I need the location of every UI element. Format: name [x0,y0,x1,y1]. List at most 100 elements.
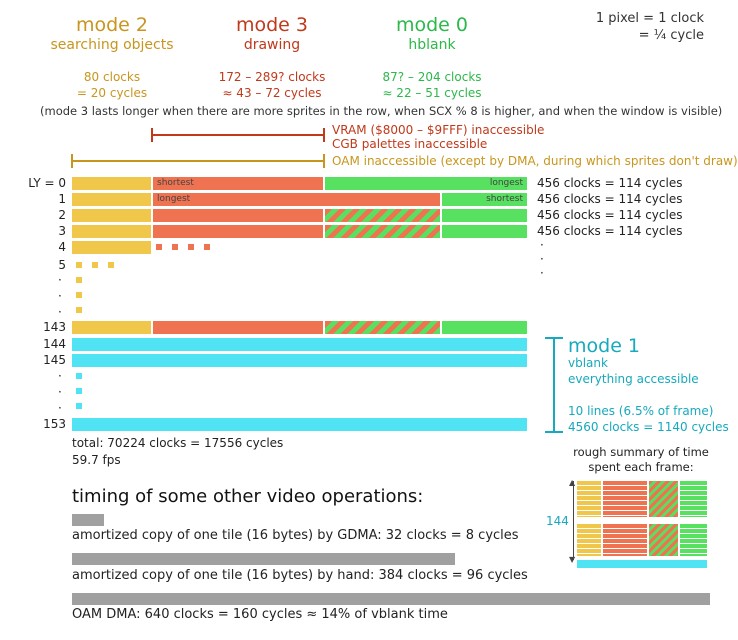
ly-label: 153 [43,417,66,431]
vram-bracket-line [152,134,324,136]
mode2-segment [72,225,151,238]
vblank-line [72,338,527,351]
variable-segment [325,321,440,334]
total-clocks: total: 70224 clocks = 17556 cycles [72,436,284,450]
mode3-segment [153,177,323,190]
manual-copy-bar [72,553,455,565]
mode1-bracket-bottom [545,431,563,433]
oam-bracket-end [323,154,325,168]
oam-bracket-line [72,160,324,162]
mode2-subtitle: searching objects [50,37,174,53]
summary-variable-block [649,524,678,556]
oam-note: OAM inaccessible (except by DMA, during … [332,154,738,168]
oam-bracket-start [71,154,73,168]
mode1-vblank: vblank [568,356,608,370]
progress-dot [76,373,82,379]
mode1-title: mode 1 [568,335,641,357]
summary-title-1: rough summary of time [573,445,709,459]
progress-dot [172,244,178,250]
progress-dot [92,262,98,268]
mode0-subtitle: hblank [408,37,456,53]
pixel-cycle-note: = ¼ cycle [638,28,704,43]
mode0-segment [442,225,527,238]
ly-label: 145 [43,353,66,367]
mode3-segment [153,209,323,222]
mode2-clocks: 80 clocks [83,70,141,84]
progress-dot [76,388,82,394]
progress-dot [188,244,194,250]
ellipsis-dots: ··· [540,238,544,280]
ellipsis-dots: ··· [58,369,62,415]
mode3-subtitle: drawing [243,37,301,53]
progress-dot [204,244,210,250]
ly-label: 4 [58,240,66,254]
mode0-title: mode 0 [395,14,468,36]
mode2-title: mode 2 [75,14,148,36]
summary-title-2: spent each frame: [588,460,694,474]
ly-label: 1 [58,192,66,206]
shortest-label: shortest [157,178,194,188]
mode3-title: mode 3 [235,14,308,36]
mode2-segment [72,193,151,206]
mode0-cycles: ≈ 22 – 51 cycles [382,86,482,100]
longest-label: longest [489,178,523,188]
variable-segment [325,209,440,222]
progress-dot [76,277,82,283]
ly-label: LY = 0 [28,176,66,190]
mode2-cycles: = 20 cycles [76,86,148,100]
progress-dot [76,403,82,409]
row-clocks: 456 clocks = 114 cycles [537,208,683,222]
row-clocks: 456 clocks = 114 cycles [537,224,683,238]
pixel-clock-note: 1 pixel = 1 clock [595,11,704,26]
variable-segment [325,225,440,238]
mode0-segment [325,177,527,190]
mode3-duration-note: (mode 3 lasts longer when there are more… [40,104,723,118]
oam-dma-bar [72,593,710,605]
vram-bracket-start [151,128,153,142]
mode3-segment [153,225,323,238]
summary-mode2-block [577,524,601,556]
summary-variable-block [649,481,678,517]
mode0-segment [442,209,527,222]
oam-dma-label: OAM DMA: 640 clocks = 160 cycles ≈ 14% o… [72,607,448,622]
summary-arrow-up: ▲ [569,478,576,487]
ly-label: 5 [58,258,66,272]
mode1-lines: 10 lines (6.5% of frame) [568,404,714,418]
longest-label: longest [157,194,191,204]
progress-dot [108,262,114,268]
mode1-clocks: 4560 clocks = 1140 cycles [568,420,729,434]
vram-note: VRAM ($8000 – $9FFF) inaccessible [332,123,545,137]
ly-label: 143 [43,320,66,334]
mode1-bracket-top [545,337,563,339]
summary-axis [573,481,574,560]
ly-label: 2 [58,208,66,222]
mode3-segment [153,193,440,206]
mode1-access: everything accessible [568,372,699,386]
ly-label: 144 [43,337,66,351]
mode1-bracket-line [553,337,555,433]
progress-dot [76,307,82,313]
row-clocks: 456 clocks = 114 cycles [537,176,683,190]
summary-mode3-block [603,524,647,556]
progress-dot [76,262,82,268]
summary-mode3-block [603,481,647,517]
shortest-label: shortest [486,194,523,204]
mode2-segment [72,209,151,222]
cgb-note: CGB palettes inaccessible [332,137,488,151]
manual-copy-label: amortized copy of one tile (16 bytes) by… [72,568,528,583]
gdma-bar [72,514,104,526]
gdma-label: amortized copy of one tile (16 bytes) by… [72,528,519,543]
ellipsis-dots: ··· [58,273,62,319]
ly-label: 3 [58,224,66,238]
mode2-segment [72,177,151,190]
mode3-cycles: ≈ 43 – 72 cycles [222,86,322,100]
vblank-line [72,354,527,367]
summary-mode2-block [577,481,601,517]
mode3-segment [153,321,323,334]
summary-mode0-block [680,524,707,556]
mode0-segment [442,321,527,334]
mode3-clocks: 172 – 289? clocks [218,70,326,84]
fps: 59.7 fps [72,453,121,467]
progress-dot [76,292,82,298]
summary-arrow-down: ▼ [569,555,576,564]
